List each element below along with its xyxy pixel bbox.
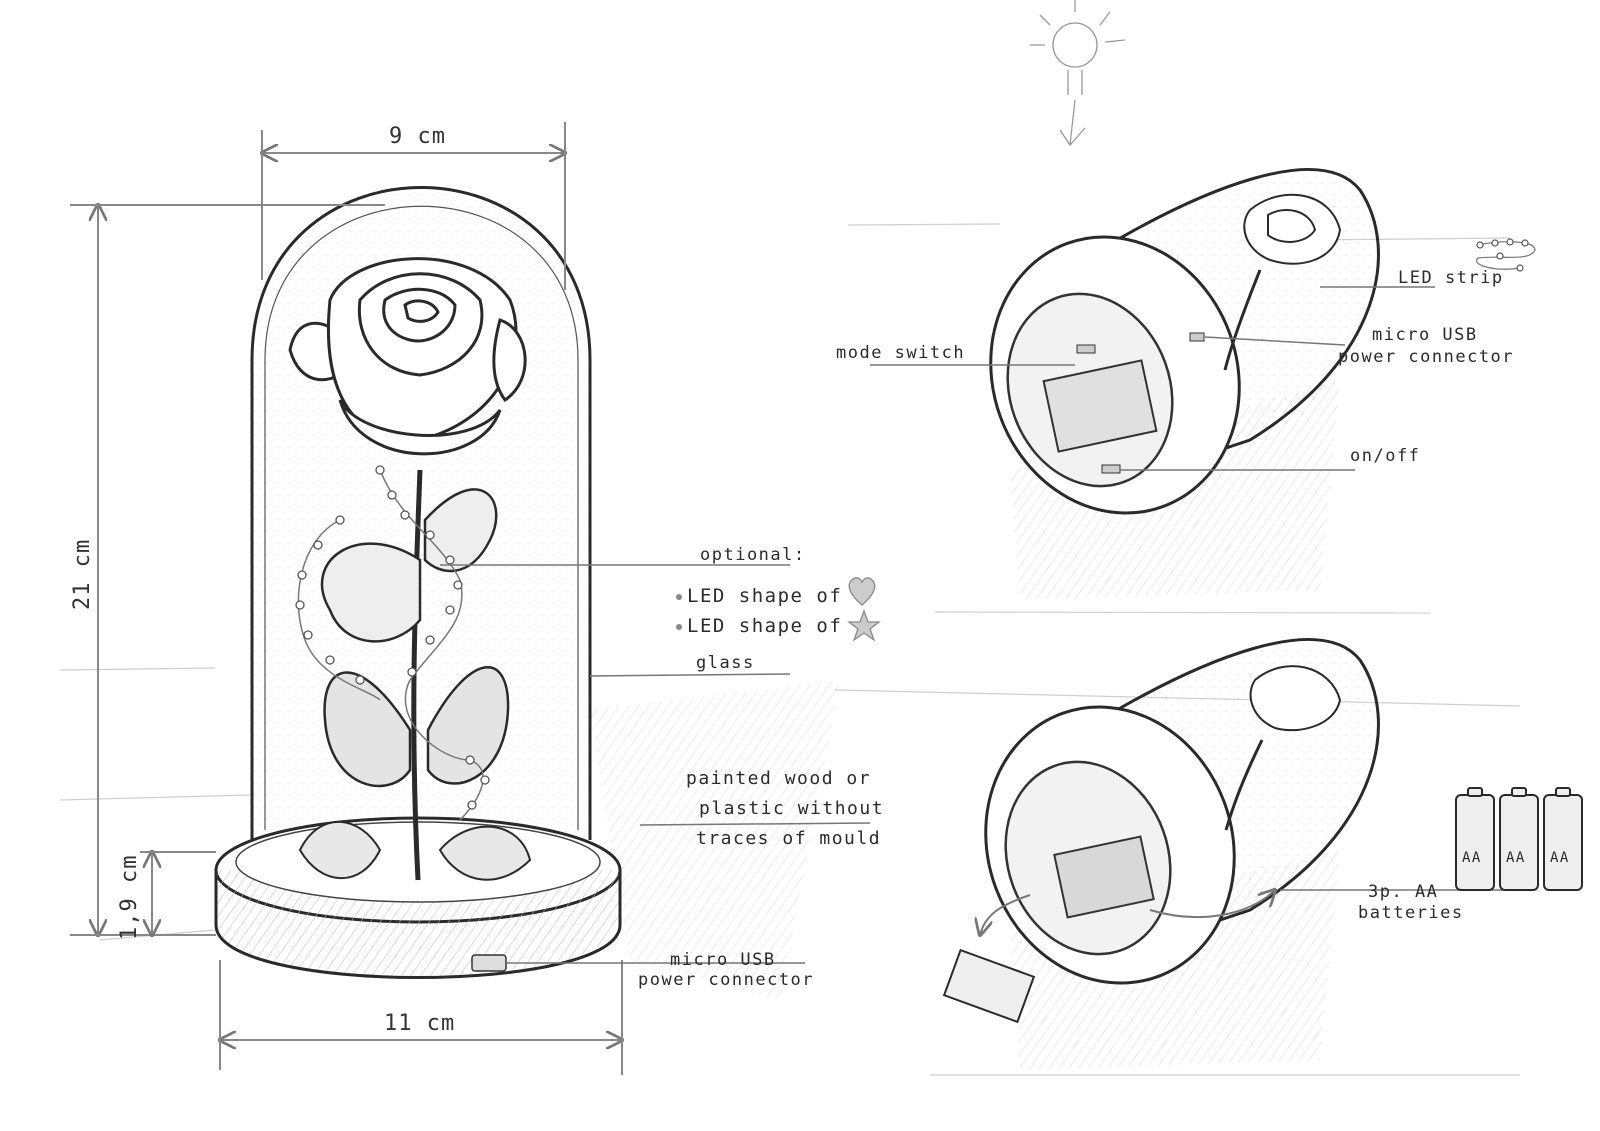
- led-strip-label: LED strip: [1398, 268, 1504, 288]
- led-star-label: LED shape of: [676, 615, 842, 637]
- usb-top-label-line2: power connector: [1338, 347, 1515, 367]
- on-off-label: on/off: [1350, 446, 1421, 466]
- usb-top-label-line1: micro USB: [1372, 325, 1478, 345]
- base-material-line1: painted wood or: [686, 768, 872, 789]
- optional-label: optional:: [700, 545, 806, 565]
- battery-icon: [1455, 787, 1583, 891]
- base-material-line3: traces of mould: [696, 828, 882, 849]
- mode-switch-knob: [1076, 344, 1096, 354]
- usb-port: [471, 954, 507, 972]
- battery-marking-2: AA: [1506, 850, 1526, 866]
- base-material-line2: plastic without: [699, 798, 885, 819]
- width-dimension-label: 9 cm: [389, 124, 446, 149]
- onoff-switch-knob: [1101, 464, 1121, 474]
- rose-dome-tilted-bottom: [942, 638, 1525, 1070]
- glass-label: glass: [696, 653, 755, 673]
- rose-dome-main: [70, 122, 871, 1075]
- battery-marking-3: AA: [1550, 850, 1570, 866]
- rose-stem: [411, 469, 423, 881]
- batteries-label-line1: 3p. AA: [1368, 882, 1439, 902]
- batteries-label-line2: batteries: [1358, 903, 1464, 923]
- base-width-dimension-label: 11 cm: [384, 1011, 456, 1036]
- rose-bloom: [288, 257, 527, 456]
- battery-marking-1: AA: [1462, 850, 1482, 866]
- heart-icon: [848, 577, 876, 606]
- removed-battery-holder: [942, 948, 1036, 1024]
- rose-dome-tilted-top: [870, 168, 1536, 600]
- mode-switch-label: mode switch: [836, 343, 966, 363]
- led-strip-icon: [1475, 238, 1536, 272]
- battery-compartment: [1042, 359, 1158, 453]
- usb-port-top: [1189, 332, 1205, 342]
- height-dimension-label: 21 cm: [70, 538, 95, 610]
- star-icon: [847, 609, 881, 642]
- base-height-dimension-label: 1,9 cm: [117, 854, 142, 940]
- dimension-lines: [70, 122, 622, 1075]
- usb-label-line2: power connector: [638, 970, 815, 990]
- sun-icon: [1030, 0, 1126, 147]
- leader-lines: [440, 564, 871, 964]
- led-string: [295, 465, 490, 821]
- led-heart-label: LED shape of: [676, 585, 842, 607]
- usb-label-line1: micro USB: [670, 950, 776, 970]
